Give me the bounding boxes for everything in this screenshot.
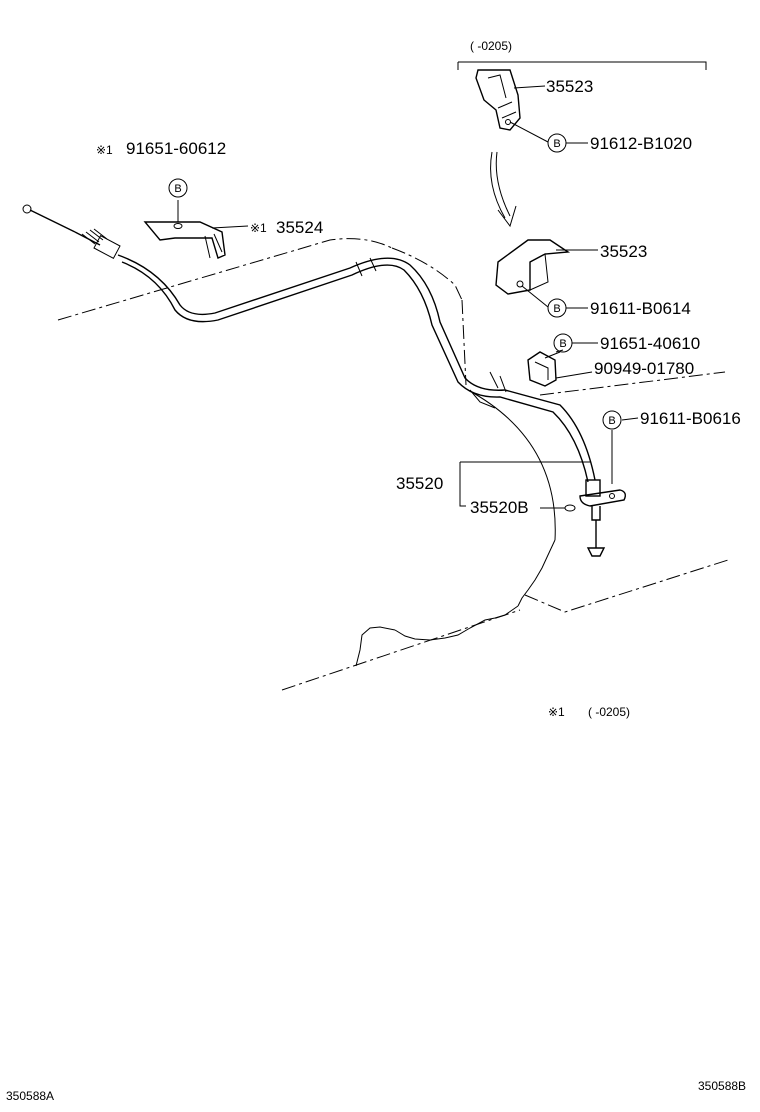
part-35520b: 35520B <box>470 498 529 517</box>
bolt-marker-icon: B <box>553 303 560 315</box>
part-35523-top: 35523 <box>546 77 593 96</box>
part-35520: 35520 <box>396 474 443 493</box>
bolt-marker-91651-60612: B <box>168 178 188 198</box>
bolt-marker-91611-b0616: B <box>602 410 622 430</box>
part-91651-40610: 91651-40610 <box>600 334 700 353</box>
bracket-35524-icon <box>143 200 226 259</box>
bracket-35523-top-icon <box>475 69 521 131</box>
bolt-marker-91612: B <box>547 133 567 153</box>
part-35524: 35524 <box>276 218 323 237</box>
asterisk-note-mark: ※1 <box>96 143 113 157</box>
clip-90949-icon <box>527 351 561 387</box>
bolt-marker-icon: B <box>608 415 615 427</box>
brake-cable <box>22 204 627 557</box>
range-label-top: ( -0205) <box>470 39 512 53</box>
part-35523-mid: 35523 <box>600 242 647 261</box>
tank-contour <box>355 389 556 667</box>
footnote-range: ( -0205) <box>588 705 630 719</box>
bolt-marker-91651-40610: B <box>553 333 573 353</box>
figure-code-left: 350588A <box>6 1089 54 1103</box>
part-90949-01780: 90949-01780 <box>594 359 694 378</box>
arrow-icon <box>490 151 517 228</box>
bracket-35523-mid-icon <box>495 239 571 295</box>
body-outline <box>57 238 729 691</box>
bolt-marker-91611-b0614: B <box>547 298 567 318</box>
bolt-marker-icon: B <box>559 338 566 350</box>
part-91612-b1020: 91612-B1020 <box>590 134 692 153</box>
bolt-marker-icon: B <box>174 183 181 195</box>
bolt-marker-icon: B <box>553 138 560 150</box>
part-91611-b0614: 91611-B0614 <box>590 299 691 318</box>
asterisk-note-mark: ※1 <box>250 221 267 235</box>
footnote-mark: ※1 <box>548 705 565 719</box>
part-91651-60612: 91651-60612 <box>126 139 226 158</box>
part-91611-b0616: 91611-B0616 <box>640 409 741 428</box>
figure-code-right: 350588B <box>698 1079 746 1093</box>
leader-lines <box>211 61 707 512</box>
